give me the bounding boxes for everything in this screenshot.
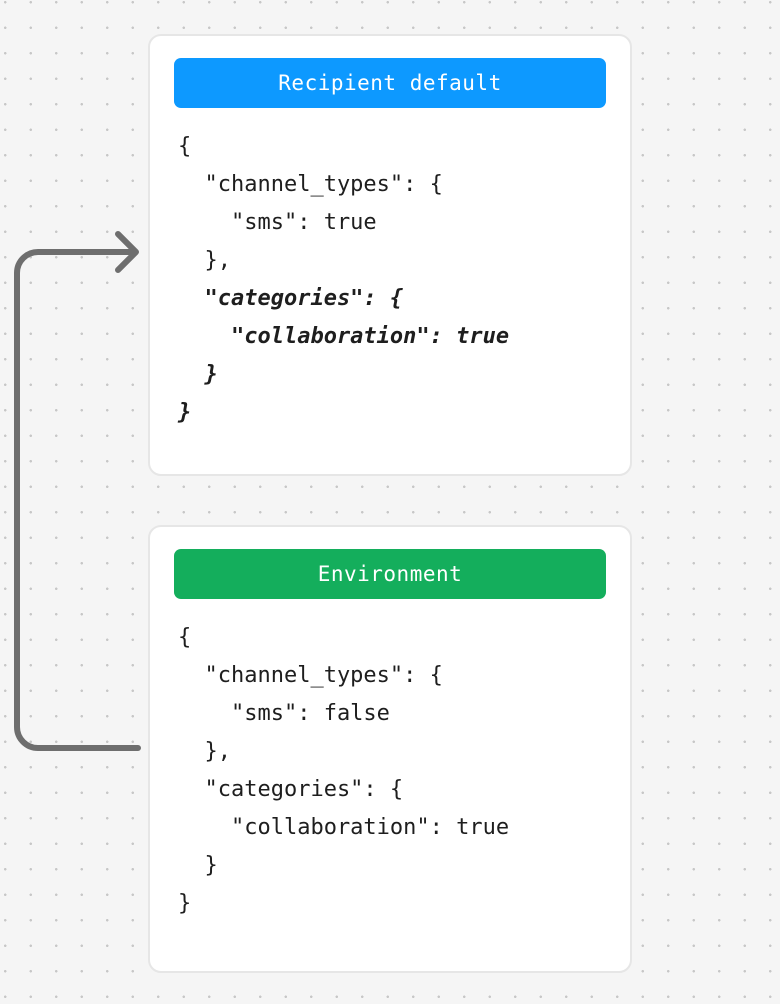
json-line: } [178,400,192,425]
json-line: }, [178,739,231,764]
json-line: "sms": false [178,701,390,726]
json-line: "categories": { [178,286,404,311]
card-environment[interactable]: Environment { "channel_types": { "sms": … [148,525,632,973]
json-line: } [178,891,192,916]
card-header-environment: Environment [174,549,606,599]
json-line: } [178,362,218,387]
json-line: "sms": true [178,210,377,235]
json-body-recipient-default: { "channel_types": { "sms": true }, "cat… [174,128,606,432]
arrow-path [14,249,141,751]
card-title-recipient-default: Recipient default [278,70,502,95]
json-line: "categories": { [178,777,404,802]
json-line: "channel_types": { [178,663,443,688]
json-body-environment: { "channel_types": { "sms": false }, "ca… [174,619,606,923]
json-line: "channel_types": { [178,172,443,197]
json-line: }, [178,248,231,273]
card-recipient-default[interactable]: Recipient default { "channel_types": { "… [148,34,632,476]
json-line: { [178,625,192,650]
json-line: "collaboration": true [178,815,510,840]
json-line: } [178,853,218,878]
arrow-head-icon [115,231,139,273]
card-title-environment: Environment [317,561,463,586]
card-header-recipient-default: Recipient default [174,58,606,108]
json-line: { [178,134,192,159]
json-line: "collaboration": true [178,324,510,349]
